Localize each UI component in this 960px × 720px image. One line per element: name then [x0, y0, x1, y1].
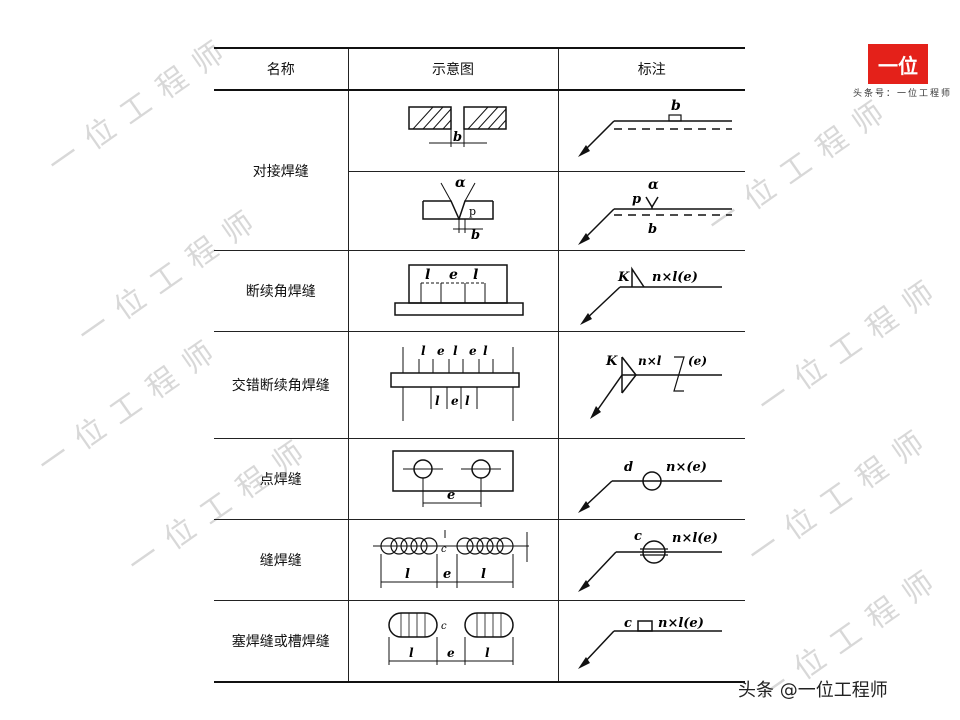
brand-logo: 一位 [868, 44, 928, 84]
table-row: 缝焊缝 l e l c [214, 519, 745, 601]
row-name: 缝焊缝 [214, 519, 349, 601]
symbol-p: p [632, 192, 641, 207]
annotation-cell: b [557, 89, 745, 172]
diagram-cell: e [347, 438, 559, 520]
watermark: 一位工程师 [751, 267, 953, 423]
intermittent-fillet-diagram: l e l [394, 264, 524, 316]
row-name: 点焊缝 [214, 438, 349, 520]
formula-label: n×l(e) [672, 531, 718, 546]
watermark: 一位工程师 [31, 327, 233, 483]
spot-weld-diagram: e [392, 450, 514, 507]
table-row: 交错断续角焊缝 l e l e l l e [214, 331, 745, 439]
header-diagram: 示意图 [347, 47, 559, 91]
label-k: K [617, 270, 630, 285]
label-l: l [453, 344, 458, 358]
label-l: l [473, 267, 478, 283]
label-l: l [483, 344, 488, 358]
v-groove-diagram: α p b [422, 175, 494, 243]
table-row: α p b α p b [214, 171, 745, 251]
logo-text: 一位 [878, 53, 918, 78]
brand-subtitle: 头条号：一位工程师 [853, 89, 953, 99]
label-l: l [435, 394, 440, 408]
diagram-cell: α p b [348, 171, 559, 251]
table-row: 塞焊缝或槽焊缝 l e l c [214, 600, 745, 683]
label-l: l [421, 344, 426, 358]
label-l: l [405, 567, 410, 582]
annotation-cell: K n×l (e) [557, 331, 745, 439]
label-d: d [624, 460, 633, 475]
symbol-alpha: α [648, 177, 659, 193]
row-name: 对接焊缝 [214, 89, 349, 251]
formula-label: n×l(e) [658, 616, 704, 631]
label-l: l [409, 646, 414, 660]
watermark: 一位工程师 [741, 417, 943, 573]
label-e: e [447, 646, 455, 660]
watermark: 一位工程师 [41, 27, 243, 183]
diagram-cell: b [347, 89, 559, 172]
label-e: e [449, 267, 458, 283]
header-name: 名称 [214, 47, 349, 91]
row-name: 交错断续角焊缝 [214, 331, 349, 439]
seam-weld-diagram: l e l c [373, 530, 529, 588]
diagram-cell: l e l c [347, 519, 559, 601]
plug-slot-diagram: l e l c [388, 612, 514, 665]
butt-weld-annotation: b [577, 98, 732, 157]
symbol-b: b [648, 222, 657, 237]
formula-label: n×l(e) [652, 270, 698, 285]
annotation-cell: α p b [557, 171, 745, 251]
label-e: e [437, 344, 445, 358]
plug-slot-annotation: c n×l(e) [577, 616, 722, 669]
table-header-row: 名称 示意图 标注 [214, 47, 745, 91]
staggered-fillet-annotation: K n×l (e) [589, 354, 722, 419]
formula-paren: (e) [688, 354, 707, 368]
diagram-cell: l e l e l l e l [347, 331, 559, 439]
annotation-cell: c n×l(e) [557, 600, 745, 683]
symbol-alpha: α [455, 175, 466, 191]
label-c: c [634, 529, 642, 544]
label-c: c [624, 616, 632, 631]
row-name: 断续角焊缝 [214, 250, 349, 332]
source-attribution: 头条 @一位工程师 [738, 680, 888, 701]
symbol-b: b [453, 130, 462, 145]
label-e: e [469, 344, 477, 358]
table-row: 点焊缝 e [214, 438, 745, 520]
label-c: c [441, 621, 447, 632]
label-e: e [447, 488, 455, 503]
label-l: l [425, 267, 430, 283]
spot-weld-annotation: d n×(e) [577, 460, 722, 513]
staggered-fillet-diagram: l e l e l l e l [390, 344, 520, 421]
annotation-cell: c n×l(e) [557, 519, 745, 601]
label-c: c [441, 544, 447, 555]
diagram-cell: l e l c [347, 600, 559, 683]
intermittent-fillet-annotation: K n×l(e) [579, 266, 722, 325]
header-annotation: 标注 [557, 47, 745, 91]
symbol-b: b [471, 228, 480, 243]
butt-weld-diagram: b [408, 106, 507, 147]
label-e: e [451, 394, 459, 408]
table-row: 断续角焊缝 l e l [214, 250, 745, 332]
annotation-cell: d n×(e) [557, 438, 745, 520]
label-l: l [465, 394, 470, 408]
formula-label: n×l [638, 354, 662, 368]
symbol-b: b [671, 98, 681, 114]
label-e: e [443, 567, 451, 582]
symbol-p: p [469, 205, 476, 218]
formula-label: n×(e) [666, 460, 707, 475]
annotation-cell: K n×l(e) [557, 250, 745, 332]
diagram-cell: l e l [347, 250, 559, 332]
label-l: l [485, 646, 490, 660]
row-name: 塞焊缝或槽焊缝 [214, 600, 349, 683]
v-groove-annotation: α p b [577, 177, 732, 245]
seam-weld-annotation: c n×l(e) [577, 529, 722, 592]
label-l: l [481, 567, 486, 582]
weld-symbol-table: 名称 示意图 标注 对接焊缝 b [214, 47, 745, 683]
label-k: K [605, 354, 618, 369]
table-row: 对接焊缝 b [214, 89, 745, 251]
